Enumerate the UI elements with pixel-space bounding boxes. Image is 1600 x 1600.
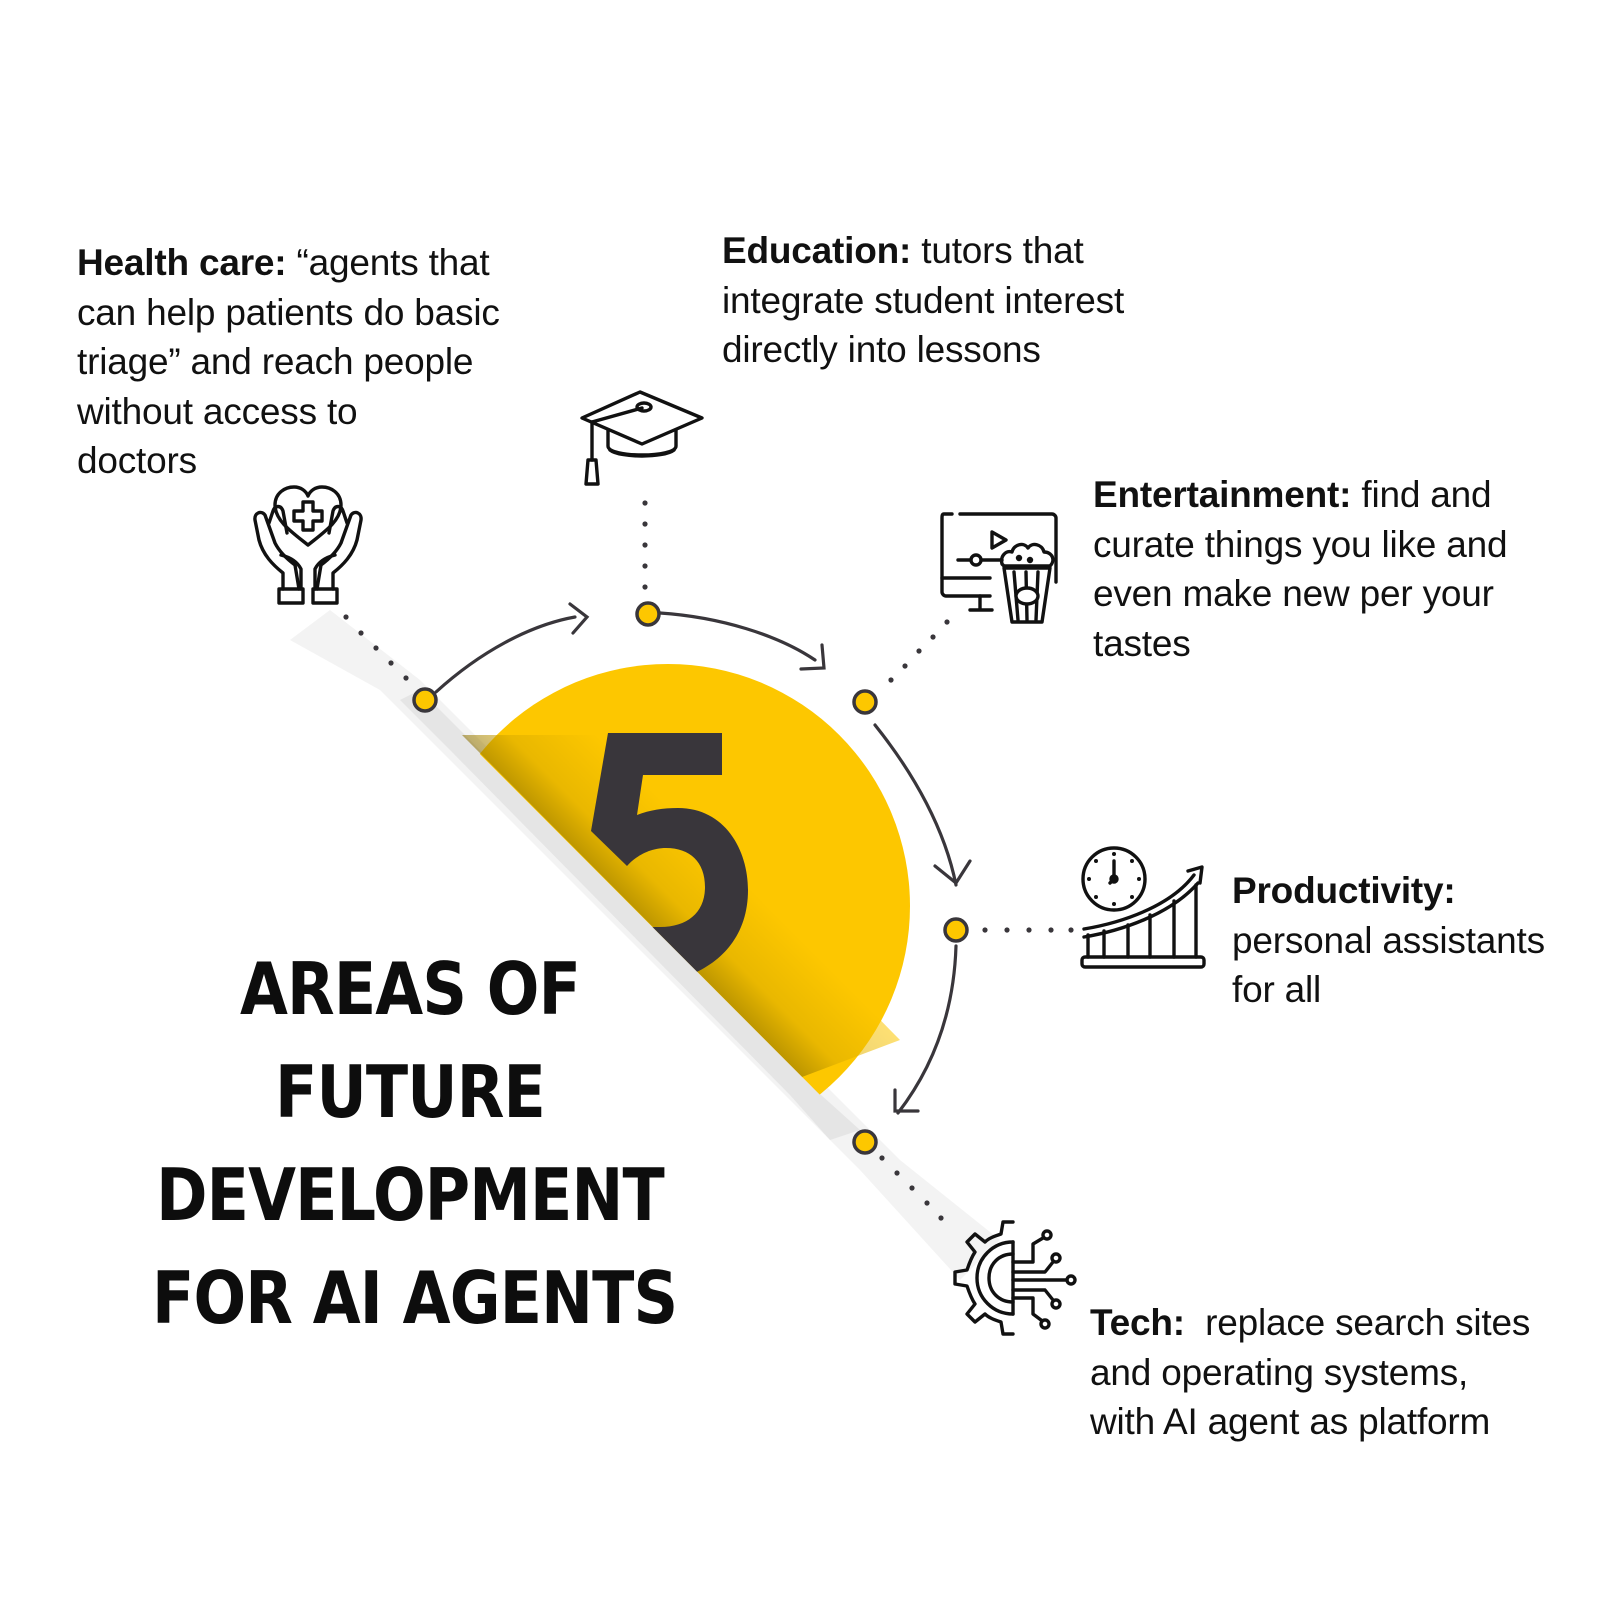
area-text-line: integrate student interest xyxy=(722,279,1125,321)
area-text-line: find and xyxy=(1351,474,1492,515)
title-line-1: AREAS OF xyxy=(239,947,581,1031)
node-health-care xyxy=(412,687,438,713)
area-health-care: Health care: “agents that can help patie… xyxy=(77,238,597,486)
area-tech: Tech: replace search sites and operating … xyxy=(1090,1298,1590,1447)
diagonal-shadow xyxy=(290,610,1000,1280)
node-productivity xyxy=(943,917,969,943)
nodes xyxy=(412,601,969,1155)
area-text-line: even make new per your xyxy=(1093,573,1494,614)
hands-heart-medical-icon xyxy=(253,485,363,605)
area-label-entertainment: Entertainment: xyxy=(1093,474,1352,515)
area-education: Education: tutors that integrate student… xyxy=(722,226,1242,375)
arrow-head-3 xyxy=(933,859,972,886)
area-productivity: Productivity: personal assistants for al… xyxy=(1232,866,1592,1015)
graduation-cap-icon xyxy=(580,390,704,486)
area-text-line: tutors that xyxy=(911,230,1084,271)
title-line-3: DEVELOPMENT xyxy=(156,1153,665,1237)
arrow-head-2 xyxy=(799,643,826,671)
arc-entertainment-to-productivity xyxy=(873,723,958,887)
area-text-line: doctors xyxy=(77,440,197,481)
monitor-popcorn-icon xyxy=(940,512,1058,624)
arc-productivity-to-tech xyxy=(896,944,958,1115)
gear-circuit-icon xyxy=(953,1220,1077,1336)
area-text-line: with AI agent as platform xyxy=(1090,1401,1491,1442)
area-text-line: replace search sites xyxy=(1184,1302,1531,1343)
clock-growth-chart-icon xyxy=(1080,846,1206,969)
arc-education-to-entertainment xyxy=(658,611,817,662)
area-text-line: triage” and reach people xyxy=(77,341,474,382)
title-line-2: FUTURE xyxy=(275,1050,546,1134)
node-education xyxy=(635,601,661,627)
title-line-4: FOR AI AGENTS xyxy=(152,1256,678,1340)
arrow-head-4 xyxy=(893,1088,920,1113)
area-text-line: can help patients do basic xyxy=(77,291,500,333)
area-label-health-care: Health care: xyxy=(77,242,287,283)
area-text-line: tastes xyxy=(1093,622,1191,664)
node-tech xyxy=(852,1129,878,1155)
area-label-education: Education: xyxy=(722,230,912,271)
arc-health-to-education xyxy=(434,615,577,694)
dotted-connectors xyxy=(343,500,1074,1221)
area-entertainment: Entertainment: find and curate things yo… xyxy=(1093,470,1593,668)
area-text-line: without access to xyxy=(77,390,358,432)
arrow-head-1 xyxy=(568,602,590,635)
area-text-line: curate things you like and xyxy=(1093,523,1508,565)
area-text-line: personal assistants xyxy=(1232,919,1545,961)
area-text-line: directly into lessons xyxy=(722,329,1041,370)
node-entertainment xyxy=(852,689,878,715)
area-text-line: “agents that xyxy=(286,242,490,283)
area-text-line: for all xyxy=(1232,969,1322,1010)
flow-arcs xyxy=(434,602,972,1115)
area-label-tech: Tech: xyxy=(1090,1302,1185,1343)
page-title: AREAS OF FUTURE DEVELOPMENT FOR AI AGENT… xyxy=(152,938,678,1350)
area-label-productivity: Productivity: xyxy=(1232,870,1456,911)
area-text-line: and operating systems, xyxy=(1090,1351,1469,1393)
